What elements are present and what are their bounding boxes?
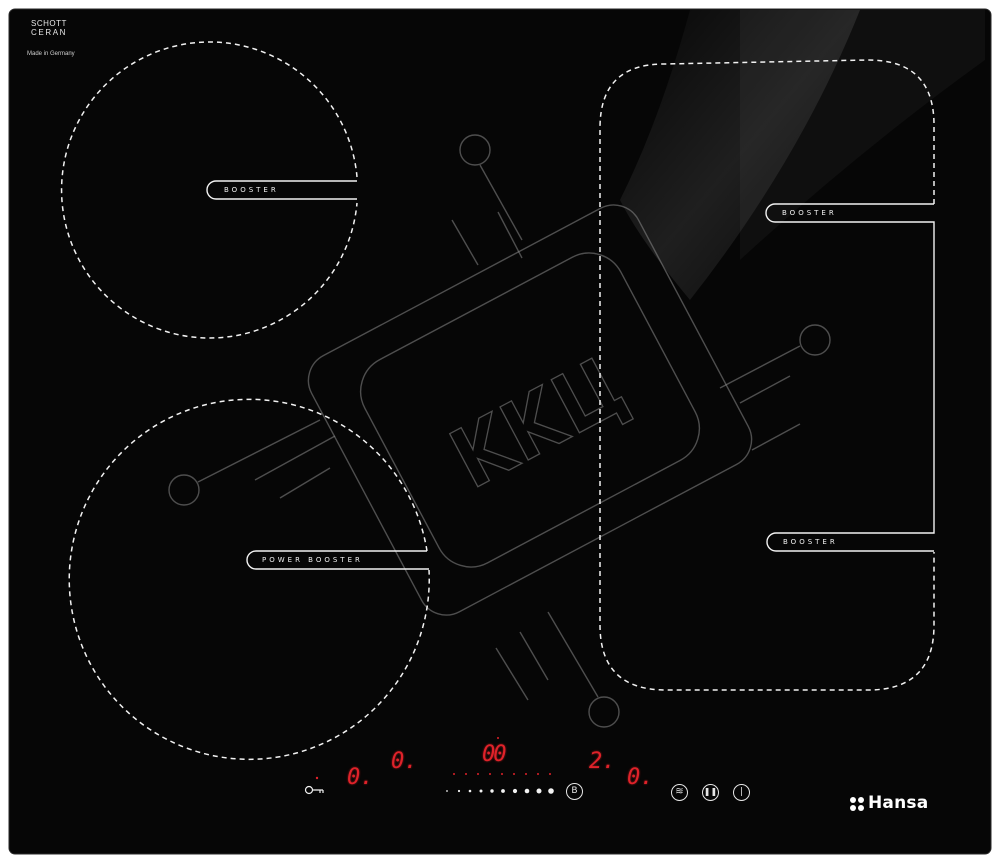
watermark-node-right xyxy=(799,324,831,356)
indicator-dots xyxy=(315,737,551,780)
watermark-wire xyxy=(451,219,479,266)
four-dots-logo-icon xyxy=(850,797,864,811)
watermark-wire xyxy=(497,211,523,259)
watermark-wire xyxy=(254,435,336,481)
watermark-wire xyxy=(547,611,599,698)
glass-glare-2 xyxy=(740,10,985,260)
power-icon[interactable]: | xyxy=(733,784,750,801)
origin-text: Made in Germany xyxy=(27,51,75,57)
watermark-wire xyxy=(519,631,549,681)
watermark-wire xyxy=(197,419,321,483)
timer-display: 00 xyxy=(482,742,506,767)
glass-brand-line1: SCHOTT xyxy=(31,19,67,28)
zone-right-flex xyxy=(599,59,935,691)
watermark-wire xyxy=(739,375,791,404)
manufacturer-logo-text: Hansa xyxy=(868,793,929,813)
zone-4-display: 0. xyxy=(627,765,654,790)
zone-top-left xyxy=(60,41,358,339)
watermark-node-bottom xyxy=(588,696,620,728)
zone-right-lower-label: BOOSTER xyxy=(783,538,838,546)
watermark-lettering xyxy=(448,357,635,488)
watermark-wire xyxy=(495,647,529,701)
zone-top-left-label: BOOSTER xyxy=(224,186,279,194)
zone-right-upper-label: BOOSTER xyxy=(782,209,837,217)
watermark-wire xyxy=(719,345,801,389)
heat-waves-icon[interactable]: ≋ xyxy=(671,784,688,801)
watermark-wire xyxy=(479,164,523,241)
booster-button[interactable]: B xyxy=(566,783,583,800)
key-lock-icon[interactable] xyxy=(304,785,324,795)
power-slider[interactable] xyxy=(446,788,554,794)
watermark-outer-frame xyxy=(307,204,753,616)
zone-1-display: 0. xyxy=(347,765,374,790)
zone-3-display: 2. xyxy=(589,749,616,774)
zone-bottom-left-label: POWER BOOSTER xyxy=(262,556,363,564)
watermark-wire xyxy=(751,423,801,451)
zone-bottom-left xyxy=(68,398,430,761)
glass-brand-line2: CERAN xyxy=(31,28,68,37)
pause-icon[interactable]: ❚❚ xyxy=(702,784,719,801)
zone-2-display: 0. xyxy=(391,749,418,774)
watermark-wire xyxy=(279,467,331,499)
watermark-graphic xyxy=(168,134,831,728)
glass-glare xyxy=(620,10,860,300)
watermark-node-top xyxy=(459,134,491,166)
watermark-inner-frame xyxy=(359,252,701,568)
watermark-node-left xyxy=(168,474,200,506)
